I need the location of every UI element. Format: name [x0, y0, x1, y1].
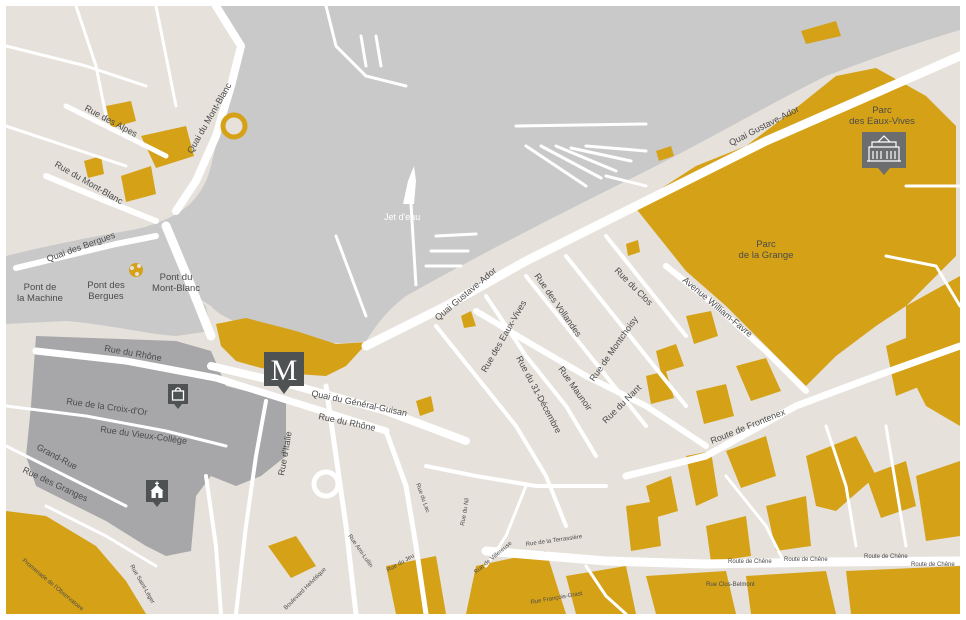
flower-clock-roundabout	[220, 112, 248, 140]
rue-rhone-road	[32, 347, 390, 435]
route-frontenex-road	[622, 342, 960, 480]
street-label: Route de Chêne	[728, 559, 772, 565]
rue-des-alpes-road	[63, 103, 169, 159]
quai-mont-blanc-road	[172, 6, 245, 215]
street-label: Rue du Nil	[460, 498, 471, 527]
hotel-m-logo: M	[271, 354, 298, 387]
lake-water	[6, 6, 960, 343]
quai-bergues-road	[13, 233, 159, 271]
quai-general-guisan-road	[207, 362, 470, 445]
old-town-area	[26, 336, 286, 556]
roads	[6, 6, 960, 614]
jardin-anglais	[216, 318, 368, 376]
shopping-bag-icon	[171, 387, 185, 401]
palace-marker[interactable]	[862, 132, 906, 175]
avenue-william-favre-road	[663, 263, 809, 394]
jet-deau-label: Jet d'eau	[384, 212, 420, 222]
church-marker[interactable]	[146, 480, 168, 507]
rue-mont-blanc-road	[43, 173, 159, 224]
marina-piers	[324, 6, 648, 318]
street-label: Route de Chêne	[864, 554, 908, 560]
jet-deau-plume	[403, 166, 416, 204]
pont-mont-blanc-road	[161, 221, 216, 341]
shopping-marker[interactable]	[168, 384, 188, 409]
quai-gustave-ador-road	[361, 51, 960, 351]
street-label: Rue Clos-Belmont	[706, 582, 755, 588]
river-rhone	[6, 264, 211, 336]
route-chene-road	[481, 546, 960, 569]
flower-clock-icon	[129, 263, 143, 277]
church-icon	[150, 481, 164, 498]
street-label: Route de Chêne	[911, 562, 955, 568]
hotel-marker[interactable]: M	[264, 352, 304, 394]
street-label: Route de Chêne	[784, 557, 828, 563]
roundabout	[311, 469, 341, 499]
palace-icon	[867, 135, 901, 162]
